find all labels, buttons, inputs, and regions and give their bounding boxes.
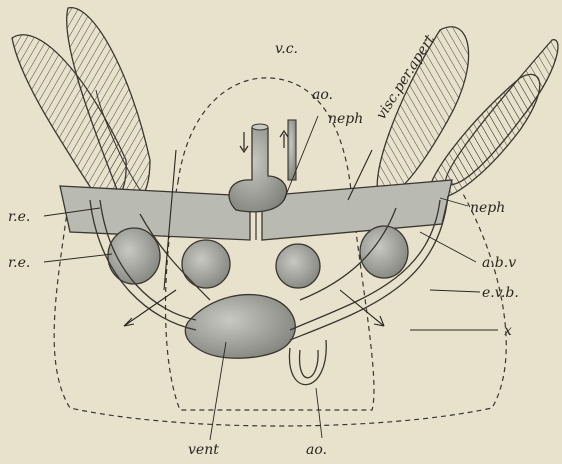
label-nephridium-center: neph (328, 112, 363, 126)
label-vena-cava: v.c. (275, 42, 298, 56)
right-gill-plumes (377, 27, 558, 199)
label-nephridium-right: neph (470, 201, 505, 215)
label-renal-upper: r.e. (8, 210, 30, 224)
label-x: x (504, 324, 512, 338)
label-aorta-top: ao. (312, 88, 333, 102)
label-renal-lower: r.e. (8, 256, 30, 270)
ventricle (185, 295, 295, 359)
left-gill-plumes (12, 8, 150, 202)
label-ventricle: vent (188, 443, 219, 457)
label-aorta-bottom: ao. (306, 443, 327, 457)
label-efferent-vessel: e.v.b. (482, 286, 519, 300)
label-afferent-branchial-vessel: a.b.v (482, 256, 516, 270)
